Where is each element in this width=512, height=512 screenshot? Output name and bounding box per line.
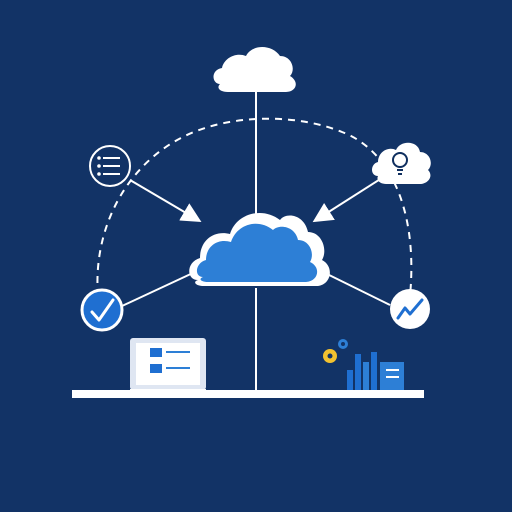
- lightbulb-cloud-icon: [372, 142, 431, 184]
- base-shelf: [72, 390, 424, 398]
- connector-cloud-to-trend: [322, 271, 391, 306]
- cloud-center-icon: [189, 212, 330, 286]
- bar-chart-icon: [347, 352, 404, 390]
- trend-chart-icon: [390, 289, 430, 329]
- checklist-icon: [89, 145, 131, 187]
- gears-icon: [323, 339, 348, 363]
- arrow-lightbulb-to-cloud: [312, 177, 383, 223]
- laptop-icon: [130, 338, 206, 392]
- cloud-top-icon: [213, 47, 296, 92]
- dashed-arc: [96, 117, 413, 297]
- arrow-checklist-to-cloud: [129, 179, 202, 223]
- connector-checkmark-to-cloud: [121, 271, 196, 307]
- checkmark-icon: [80, 288, 124, 332]
